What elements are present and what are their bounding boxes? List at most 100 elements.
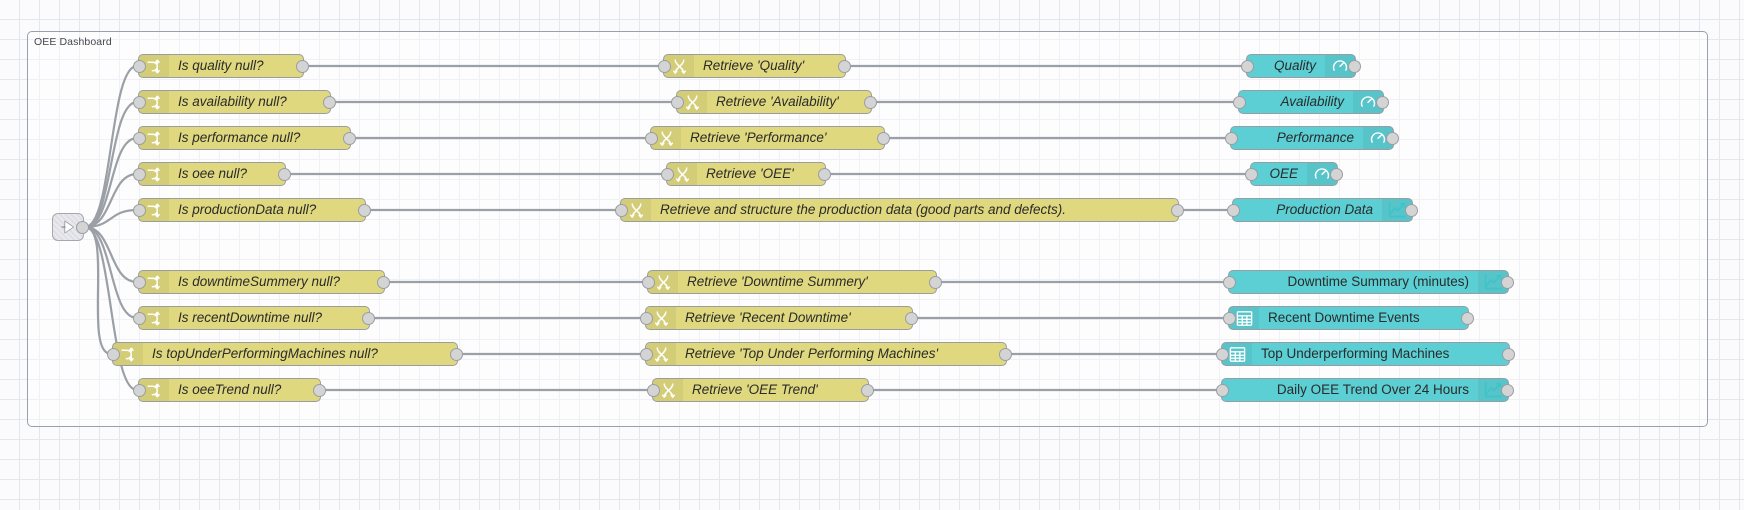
node-output-port[interactable] [1502,348,1515,361]
node-switch-3[interactable]: Is oee null? [133,162,291,186]
node-input-port[interactable] [133,96,146,109]
switch-icon [139,307,169,329]
node-input-port[interactable] [661,168,674,181]
node-label: Is oee null? [178,166,248,182]
node-ui-2[interactable]: Performance [1225,126,1399,150]
node-input-port[interactable] [1216,348,1229,361]
node-switch-6[interactable]: Is recentDowntime null? [133,306,375,330]
node-ui-5[interactable]: Downtime Summary (minutes) [1223,270,1514,294]
node-input-port[interactable] [133,276,146,289]
node-label: Daily OEE Trend Over 24 Hours [1276,382,1469,398]
node-input-port[interactable] [1233,96,1246,109]
node-input-port[interactable] [133,384,146,397]
node-input-port[interactable] [133,132,146,145]
node-output-port[interactable] [905,312,918,325]
node-output-port[interactable] [1376,96,1389,109]
node-output-port[interactable] [278,168,291,181]
node-output-port[interactable] [450,348,463,361]
link-in-node[interactable] [52,213,89,241]
node-change-5[interactable]: Retrieve 'Downtime Summery' [642,270,942,294]
node-input-port[interactable] [133,312,146,325]
node-output-port[interactable] [1461,312,1474,325]
node-switch-1[interactable]: Is availability null? [133,90,336,114]
node-output-port[interactable] [861,384,874,397]
node-body: Is performance null? [169,127,350,149]
node-body: Downtime Summary (minutes) [1229,271,1478,293]
node-body: Retrieve 'Availability' [707,91,871,113]
node-input-port[interactable] [640,312,653,325]
node-ui-0[interactable]: Quality [1241,54,1361,78]
node-switch-2[interactable]: Is performance null? [133,126,356,150]
node-body: Is oeeTrend null? [169,379,320,401]
node-input-port[interactable] [640,348,653,361]
node-ui-4[interactable]: Production Data [1227,198,1418,222]
node-output-port[interactable] [877,132,890,145]
gauge-icon [1325,55,1355,77]
node-switch-7[interactable]: Is topUnderPerformingMachines null? [107,342,463,366]
change-icon [646,343,676,365]
node-output-port[interactable] [377,276,390,289]
node-change-4[interactable]: Retrieve and structure the production da… [615,198,1184,222]
node-input-port[interactable] [1225,132,1238,145]
node-input-port[interactable] [1223,312,1236,325]
node-output-port[interactable] [864,96,877,109]
node-change-8[interactable]: Retrieve 'OEE Trend' [647,378,874,402]
node-input-port[interactable] [615,204,628,217]
node-ui-7[interactable]: Top Underperforming Machines [1216,342,1515,366]
node-input-port[interactable] [1227,204,1240,217]
node-output-port[interactable] [818,168,831,181]
node-change-0[interactable]: Retrieve 'Quality' [658,54,851,78]
node-label: Retrieve 'Downtime Summery' [687,274,868,290]
node-output-port[interactable] [1330,168,1343,181]
node-switch-0[interactable]: Is quality null? [133,54,309,78]
node-output-port[interactable] [1348,60,1361,73]
node-ui-3[interactable]: OEE [1245,162,1343,186]
node-change-1[interactable]: Retrieve 'Availability' [671,90,877,114]
change-icon [664,55,694,77]
node-switch-5[interactable]: Is downtimeSummery null? [133,270,390,294]
node-output-port[interactable] [1501,384,1514,397]
node-output-port[interactable] [838,60,851,73]
node-output-port[interactable] [1501,276,1514,289]
node-change-3[interactable]: Retrieve 'OEE' [661,162,831,186]
link-in-output-port[interactable] [76,221,89,234]
node-input-port[interactable] [1245,168,1258,181]
node-ui-6[interactable]: Recent Downtime Events [1223,306,1474,330]
node-switch-8[interactable]: Is oeeTrend null? [133,378,326,402]
node-output-port[interactable] [1386,132,1399,145]
node-ui-1[interactable]: Availability [1233,90,1389,114]
node-output-port[interactable] [1171,204,1184,217]
change-icon [648,271,678,293]
node-label: Is downtimeSummery null? [178,274,341,290]
node-input-port[interactable] [133,204,146,217]
node-change-7[interactable]: Retrieve 'Top Under Performing Machines' [640,342,1012,366]
node-switch-4[interactable]: Is productionData null? [133,198,371,222]
node-body: Is availability null? [169,91,330,113]
node-input-port[interactable] [107,348,120,361]
node-output-port[interactable] [1405,204,1418,217]
node-output-port[interactable] [999,348,1012,361]
node-input-port[interactable] [1223,276,1236,289]
node-output-port[interactable] [362,312,375,325]
node-input-port[interactable] [642,276,655,289]
node-label: Retrieve 'Performance' [690,130,827,146]
node-output-port[interactable] [929,276,942,289]
node-change-2[interactable]: Retrieve 'Performance' [645,126,890,150]
node-ui-8[interactable]: Daily OEE Trend Over 24 Hours [1216,378,1514,402]
node-output-port[interactable] [358,204,371,217]
node-output-port[interactable] [323,96,336,109]
node-input-port[interactable] [1241,60,1254,73]
node-input-port[interactable] [658,60,671,73]
node-output-port[interactable] [343,132,356,145]
node-input-port[interactable] [133,60,146,73]
node-change-6[interactable]: Retrieve 'Recent Downtime' [640,306,918,330]
change-icon [646,307,676,329]
node-input-port[interactable] [671,96,684,109]
node-input-port[interactable] [133,168,146,181]
node-output-port[interactable] [296,60,309,73]
node-input-port[interactable] [645,132,658,145]
node-input-port[interactable] [1216,384,1229,397]
node-input-port[interactable] [647,384,660,397]
node-output-port[interactable] [313,384,326,397]
